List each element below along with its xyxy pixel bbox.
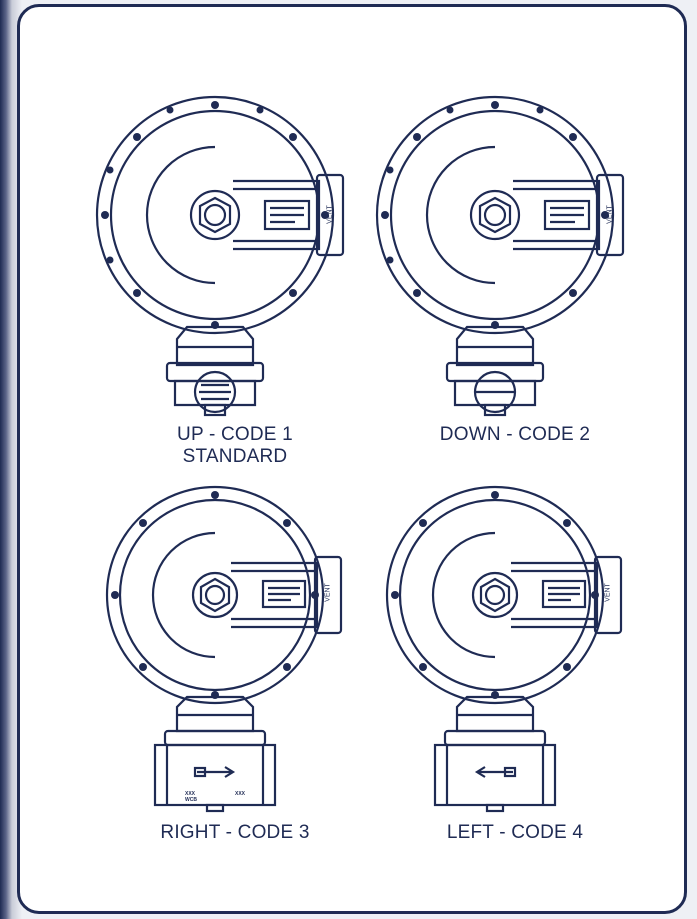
body-marks: XXX WCB — [185, 791, 197, 803]
caption-right: RIGHT - CODE 3 — [95, 822, 375, 844]
hub-ring — [189, 189, 241, 241]
caption-up-line1: UP - CODE 1 — [177, 424, 293, 445]
regulator-down-drawing — [375, 95, 625, 417]
regulator-right: VENT XXX WCB XXX — [95, 485, 375, 825]
flow-arrow-left — [474, 766, 513, 778]
regulator-left-drawing — [385, 485, 623, 813]
inline-valve-body — [153, 743, 277, 807]
hex-nut — [198, 196, 232, 234]
nameplate — [263, 199, 311, 231]
caption-up: UP - CODE 1 STANDARD — [95, 424, 375, 468]
body-mark-right: XXX — [235, 791, 246, 797]
vent-label: VENT — [326, 205, 334, 224]
regulator-up: VENT — [95, 95, 375, 435]
outer-flange — [95, 95, 335, 335]
caption-left: LEFT - CODE 4 — [375, 822, 655, 844]
regulator-left: VENT — [375, 485, 655, 825]
caption-right-line1: RIGHT - CODE 3 — [160, 822, 310, 843]
vent-housing — [315, 173, 345, 257]
caption-left-line1: LEFT - CODE 4 — [446, 822, 584, 843]
vent-label: VENT — [606, 205, 614, 224]
flow-arrow-right — [197, 766, 236, 778]
caption-down-line1: DOWN - CODE 2 — [439, 424, 591, 445]
vent-label: VENT — [324, 583, 332, 602]
caption-down: DOWN - CODE 2 — [375, 424, 655, 446]
vent-label: VENT — [604, 583, 612, 602]
caption-up-line2: STANDARD — [182, 446, 288, 467]
regulator-right-drawing — [105, 485, 343, 813]
diaphragm-case — [145, 145, 216, 285]
valve-body — [173, 379, 257, 407]
neck — [175, 325, 255, 367]
regulator-up-drawing — [95, 95, 345, 417]
regulator-down: VENT — [375, 95, 655, 435]
